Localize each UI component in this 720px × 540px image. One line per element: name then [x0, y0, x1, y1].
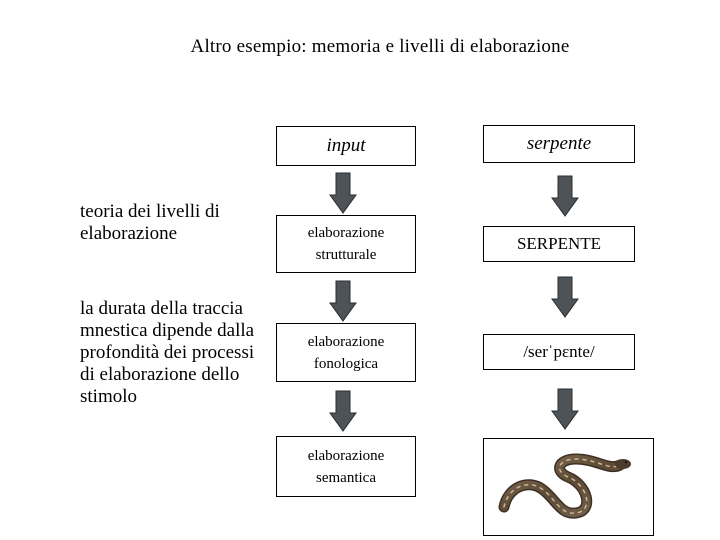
- semantic-processing-box: elaborazione semantica: [276, 436, 416, 497]
- uppercase-word-box: SERPENTE: [483, 226, 635, 262]
- word-label: serpente: [526, 133, 592, 154]
- down-arrow-icon: [329, 390, 357, 432]
- down-arrow-icon: [551, 276, 579, 318]
- phonetic-word-label: /serˈpɛnte/: [523, 342, 595, 361]
- phonological-line2: fonologica: [313, 355, 379, 372]
- snake-image: [498, 453, 631, 519]
- uppercase-word-label: SERPENTE: [516, 234, 602, 253]
- semantic-line1: elaborazione: [307, 447, 385, 464]
- theory-heading: teoria dei livelli di elaborazione: [80, 201, 220, 244]
- down-arrow-icon: [329, 172, 357, 214]
- input-label: input: [326, 135, 366, 156]
- structural-line1: elaborazione: [307, 225, 385, 241]
- phonetic-word-box: /serˈpɛnte/: [483, 334, 635, 370]
- structural-processing-box: elaborazione strutturale: [276, 215, 416, 273]
- phonological-line1: elaborazione: [307, 333, 385, 350]
- slide-title: Altro esempio: memoria e livelli di elab…: [190, 36, 570, 57]
- phonological-processing-box: elaborazione fonologica: [276, 323, 416, 382]
- snake-image-box: [483, 438, 654, 536]
- theory-description: la durata della traccia mnestica dipende…: [80, 298, 255, 407]
- input-box: input: [276, 126, 416, 166]
- down-arrow-icon: [551, 175, 579, 217]
- word-box: serpente: [483, 125, 635, 163]
- down-arrow-icon: [551, 388, 579, 430]
- semantic-line2: semantica: [316, 469, 376, 486]
- structural-line2: strutturale: [315, 247, 377, 263]
- down-arrow-icon: [329, 280, 357, 322]
